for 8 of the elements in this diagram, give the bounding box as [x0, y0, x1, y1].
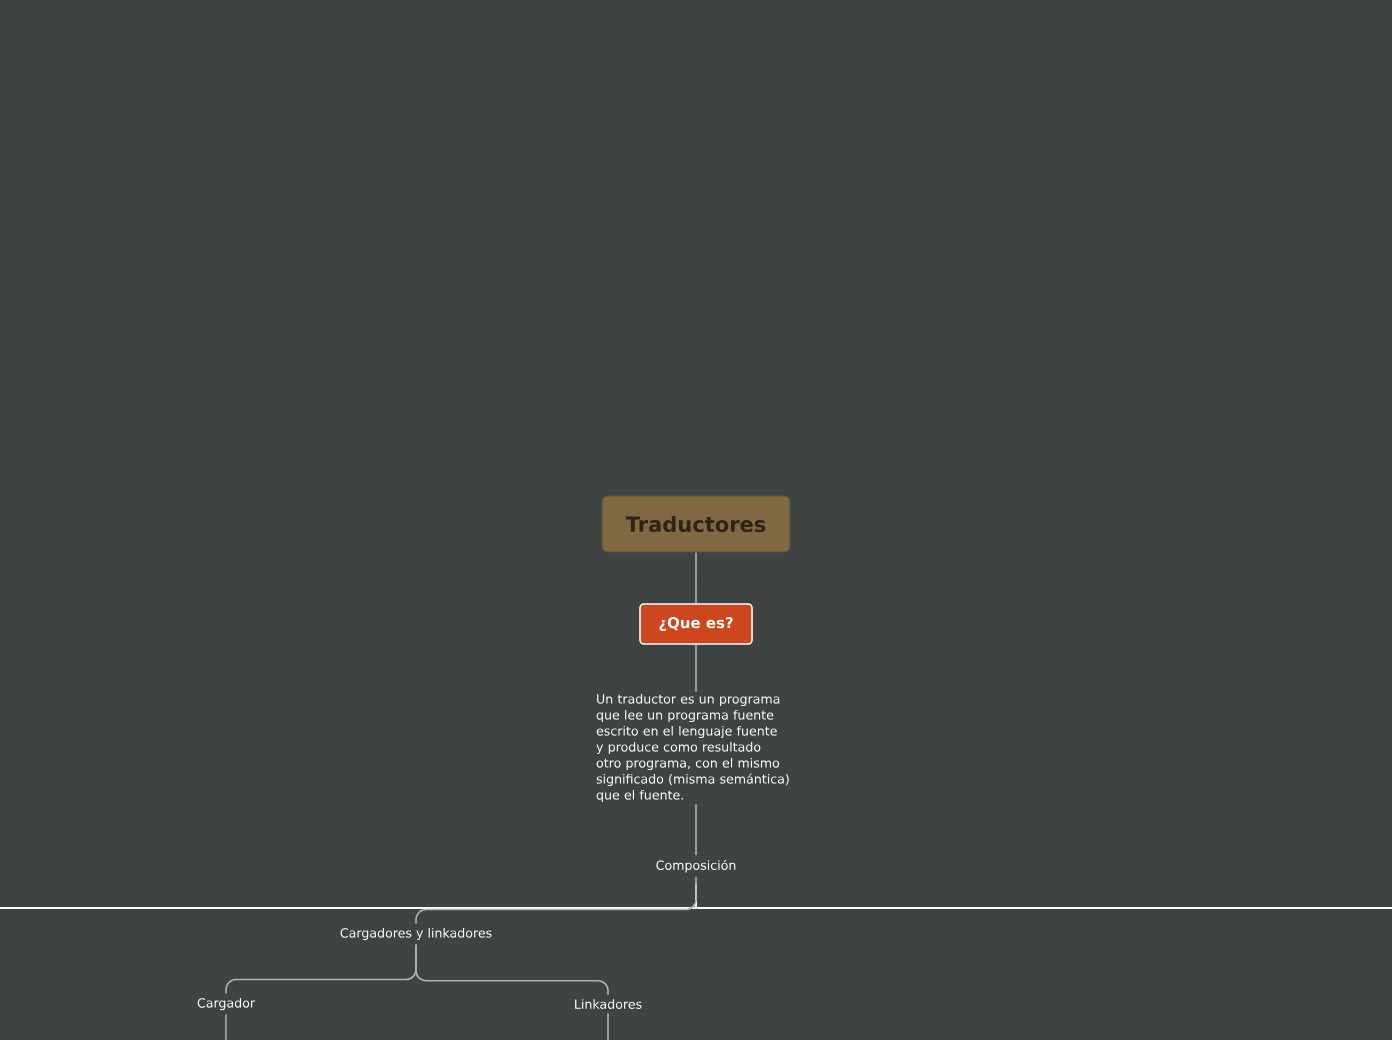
connector-line — [415, 943, 609, 996]
connector-line — [695, 803, 697, 857]
topic-box: Traductores — [601, 495, 791, 553]
connector-line — [225, 1013, 227, 1040]
connector-line — [415, 875, 697, 925]
connector-line — [695, 551, 697, 604]
connector-line — [607, 1012, 609, 1040]
connector-line — [695, 644, 697, 693]
